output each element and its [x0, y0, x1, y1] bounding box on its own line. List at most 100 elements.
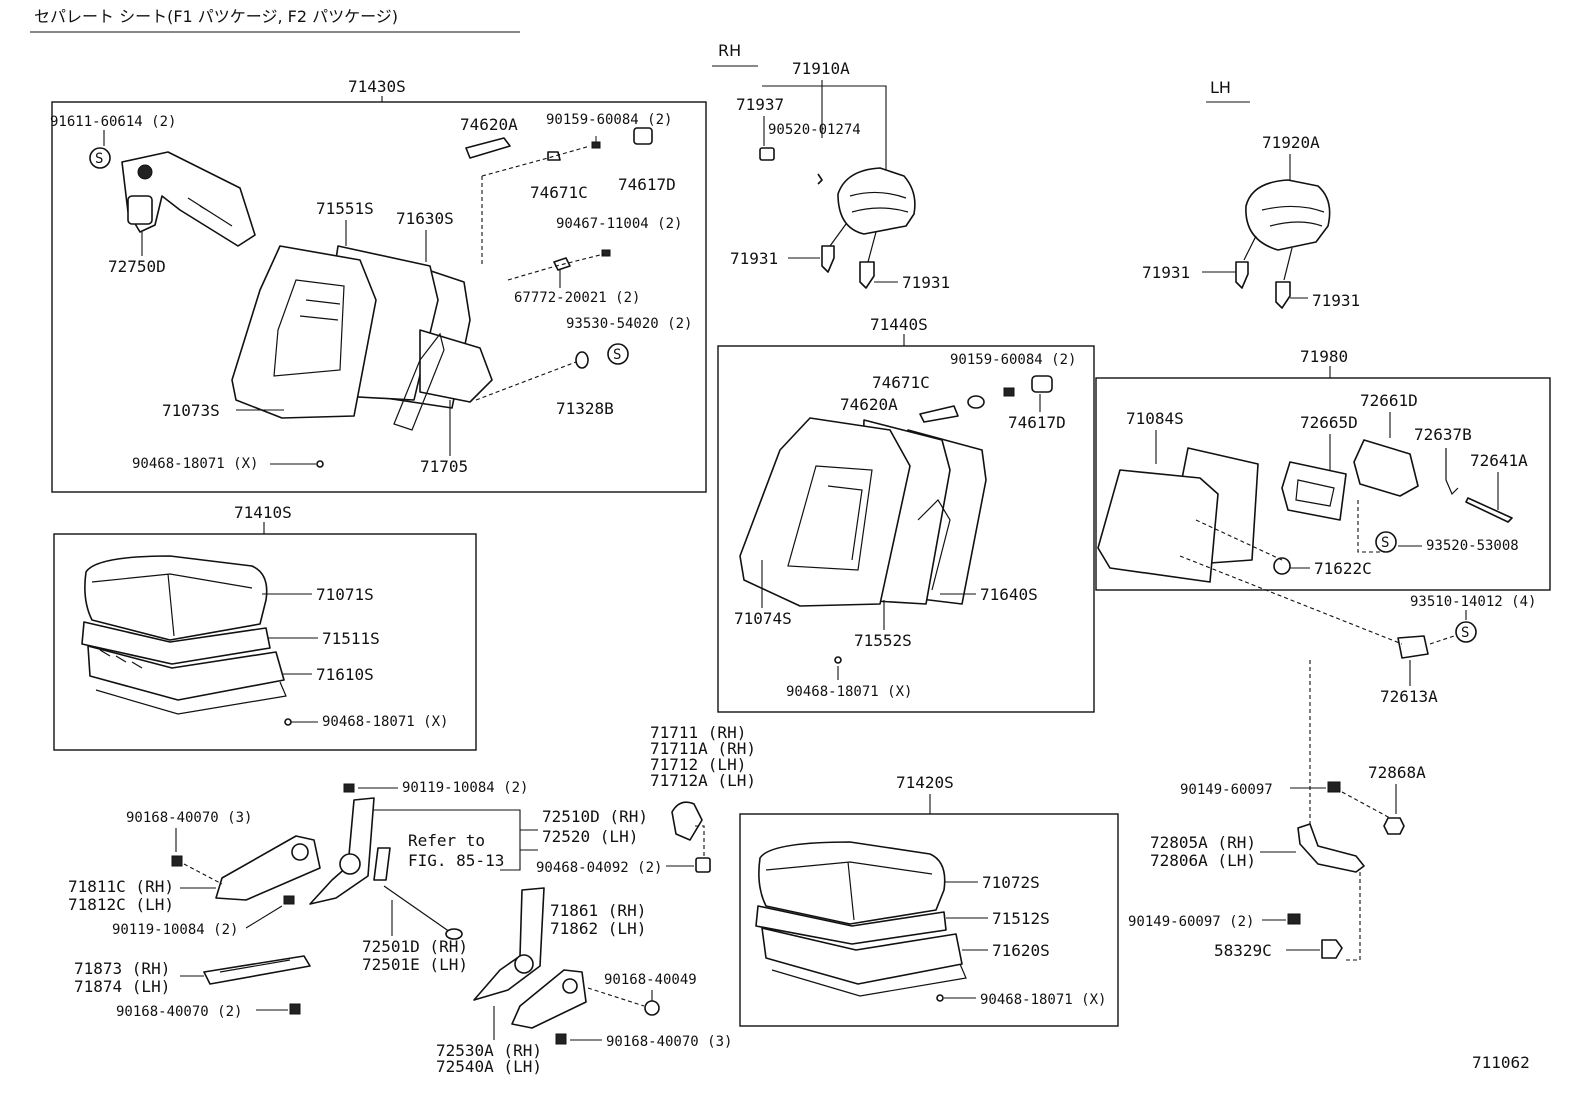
part-72613a-shape — [1397, 635, 1429, 659]
part-72661d: 72661D — [1360, 391, 1418, 410]
part-71620s: 71620S — [992, 941, 1050, 960]
part-72665d: 72665D — [1300, 413, 1358, 432]
seatback-board — [1097, 447, 1259, 583]
s-symbol — [1375, 531, 1397, 553]
part-90168-40070-c: 90168-40070 (3) — [606, 1034, 732, 1050]
box-seatback-rh — [51, 101, 707, 493]
box-seat-cushion-lh — [739, 813, 1119, 1027]
bolt-icon — [289, 1003, 301, 1015]
seatback-assembly-rh — [231, 245, 493, 431]
bolt-icon — [1327, 781, 1341, 793]
rh-label: RH — [718, 41, 741, 60]
part-71920a: 71920A — [1262, 133, 1320, 152]
part-71931-c: 71931 — [1142, 263, 1190, 282]
headrest-lh — [1235, 179, 1331, 309]
part-91611-60614: 91611-60614 (2) — [50, 114, 176, 130]
bolt-icon — [555, 1033, 567, 1045]
part-71074s: 71074S — [734, 609, 792, 628]
part-90168-40049: 90168-40049 — [604, 972, 697, 988]
bolt-icon — [1287, 913, 1301, 925]
screw-icon — [1003, 387, 1015, 397]
bolt-icon — [171, 855, 183, 867]
part-71712: 71712 (LH) — [650, 755, 746, 774]
bolt-icon — [343, 783, 355, 793]
part-58329c: 58329C — [1214, 941, 1272, 960]
part-72750d: 72750D — [108, 257, 166, 276]
part-74671c: 74671C — [530, 183, 588, 202]
seat-cushion-assembly-lh — [755, 841, 967, 997]
part-74620a-shape — [465, 137, 511, 159]
part-72637b-shape — [1445, 448, 1459, 496]
part-71072s: 71072S — [982, 873, 1040, 892]
part-71811c: 71811C (RH) — [68, 877, 174, 896]
part-72613a: 72613A — [1380, 687, 1438, 706]
part-71551s: 71551S — [316, 199, 374, 218]
part-71937: 71937 — [736, 95, 784, 114]
part-71711a: 71711A (RH) — [650, 739, 756, 758]
part-72510d: 72510D (RH) — [542, 807, 648, 826]
seatback-assembly-lh — [739, 417, 987, 607]
part-71622c: 71622C — [1314, 559, 1372, 578]
part-74671c-lh-shape — [967, 395, 985, 409]
part-90468-18071-e: 90468-18071 (X) — [980, 992, 1106, 1008]
part-90149-60097-a: 90149-60097 — [1180, 782, 1273, 798]
part-74620a-lh: 74620A — [840, 395, 898, 414]
part-71328b: 71328B — [556, 399, 614, 418]
part-71937-shape — [759, 147, 775, 161]
part-71084s: 71084S — [1126, 409, 1184, 428]
part-74617d: 74617D — [618, 175, 676, 194]
part-71931-a: 71931 — [730, 249, 778, 268]
recliner-mechanism-rh — [215, 797, 463, 940]
part-71873: 71873 (RH) — [74, 959, 170, 978]
part-71073s: 71073S — [162, 401, 220, 420]
part-67772-20021: 67772-20021 (2) — [514, 290, 640, 306]
screw-icon — [601, 249, 611, 257]
part-74620a-lh-shape — [919, 405, 959, 423]
part-93520-53008: 93520-53008 — [1426, 538, 1519, 554]
part-93510-14012: 93510-14012 (4) — [1410, 594, 1536, 610]
bolt-icon — [283, 895, 295, 905]
part-72530a: 72530A (RH) — [436, 1041, 542, 1060]
part-71552s: 71552S — [854, 631, 912, 650]
part-93530-54020: 93530-54020 (2) — [566, 316, 692, 332]
part-71328b-shape — [575, 351, 589, 369]
part-74671c-shape — [547, 151, 561, 161]
part-90468-18071-b: 90468-18071 (X) — [322, 714, 448, 730]
ref-text-1[interactable]: Refer to — [408, 831, 485, 850]
part-72501d: 72501D (RH) — [362, 937, 468, 956]
part-71440s: 71440S — [870, 315, 928, 334]
s-symbol-text: S — [613, 347, 621, 363]
part-72520: 72520 (LH) — [542, 827, 638, 846]
clip-icon — [817, 173, 823, 185]
part-71705: 71705 — [420, 457, 468, 476]
lh-label: LH — [1210, 78, 1231, 97]
part-72805a-shape — [1297, 823, 1365, 873]
part-90119-10084-b: 90119-10084 (2) — [112, 922, 238, 938]
part-74620a: 74620A — [460, 115, 518, 134]
s-symbol-text: S — [1461, 625, 1469, 641]
headrest-rh — [821, 167, 916, 289]
part-90520-01274: 90520-01274 — [768, 122, 861, 138]
s-symbol — [607, 343, 629, 365]
s-symbol-text: S — [95, 151, 103, 167]
part-72501e: 72501E (LH) — [362, 955, 468, 974]
part-74617d-shape — [633, 127, 653, 145]
part-71711-shape — [671, 801, 703, 841]
part-72641a: 72641A — [1470, 451, 1528, 470]
part-71931-d: 71931 — [1312, 291, 1360, 310]
s-symbol — [89, 147, 111, 169]
part-90168-40070-b: 90168-40070 (2) — [116, 1004, 242, 1020]
part-71874: 71874 (LH) — [74, 977, 170, 996]
part-71622c-shape — [1273, 557, 1291, 575]
part-90467-11004: 90467-11004 (2) — [556, 216, 682, 232]
part-71410s: 71410S — [234, 503, 292, 522]
part-71420s: 71420S — [896, 773, 954, 792]
part-72750d-recliner-cover — [121, 151, 256, 247]
ref-fig-link[interactable]: FIG. 85-13 — [408, 851, 504, 870]
part-90168-40070-a: 90168-40070 (3) — [126, 810, 252, 826]
part-71862: 71862 (LH) — [550, 919, 646, 938]
part-72637b: 72637B — [1414, 425, 1472, 444]
part-72641a-shape — [1465, 497, 1513, 523]
part-90468-18071-c: 90468-18071 (X) — [786, 684, 912, 700]
